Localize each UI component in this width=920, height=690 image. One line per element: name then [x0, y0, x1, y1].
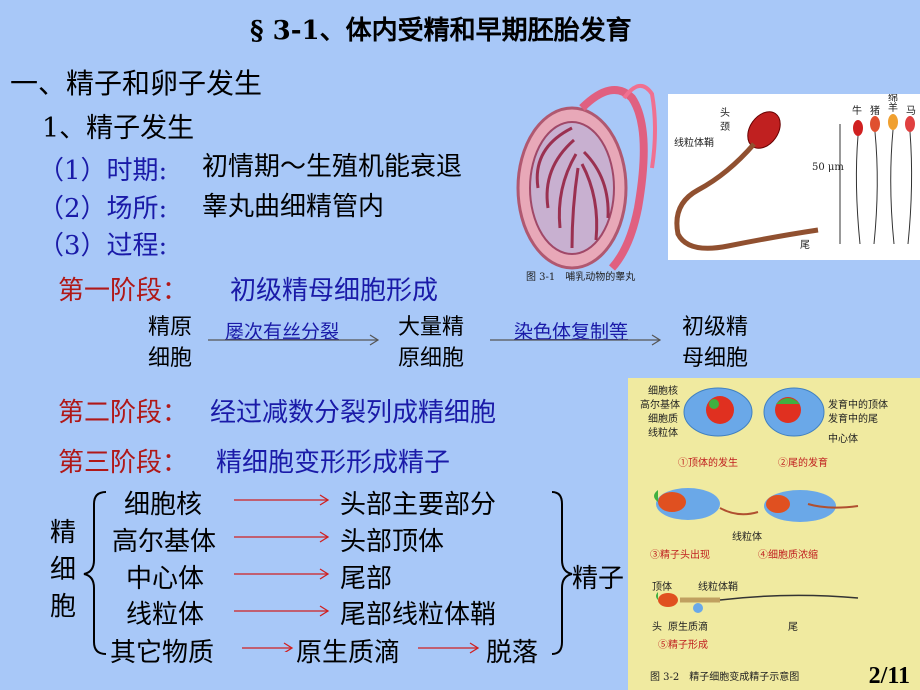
map-to-tail: 尾部 — [340, 564, 393, 594]
dev-label-tail-dev: 发育中的尾 — [828, 414, 878, 425]
map-from-centriole: 中心体 — [126, 564, 205, 594]
dev-step4: ④细胞质浓缩 — [758, 550, 818, 561]
right-brace — [551, 491, 573, 655]
page-number: 2/11 — [868, 663, 910, 689]
map-to-head-main: 头部主要部分 — [340, 490, 497, 520]
map-shed: 脱落 — [486, 638, 539, 668]
flow-node-spermatogonia: 精原 细胞 — [148, 312, 192, 374]
sperm-label-pig: 猪 — [870, 106, 880, 117]
spermiogenesis-figure: 细胞核 高尔基体 细胞质 线粒体 发育中的顶体 发育中的尾 中心体 ①顶体的发生… — [628, 378, 920, 690]
item-location-label: （2）场所: — [38, 194, 168, 224]
mapping-arrows — [234, 494, 330, 652]
dev-label-centriole: 中心体 — [828, 434, 858, 445]
flow-arrow2-label: 染色体复制等 — [514, 321, 629, 343]
sperm-label-sheep: 绵羊 — [888, 94, 898, 114]
testis-illustration — [516, 84, 657, 271]
item-period-label: （1）时期: — [38, 156, 168, 186]
spermiogenesis-illustration — [654, 387, 859, 613]
map-from-nucleus: 细胞核 — [124, 490, 203, 520]
map-from-other: 其它物质 — [110, 638, 215, 668]
flow-arrow1 — [208, 334, 380, 346]
item-location-value: 睾丸曲细精管内 — [202, 192, 385, 222]
dev-label-mito-sheath: 线粒体鞘 — [698, 582, 738, 593]
dev-label-acrosome: 顶体 — [652, 582, 672, 593]
item-period-value: 初情期～生殖机能衰退 — [202, 152, 463, 182]
map-to-acrosome: 头部顶体 — [340, 527, 445, 557]
slide-title: § 3-1、体内受精和早期胚胎发育 — [250, 16, 632, 46]
stage2-label: 第二阶段： — [58, 398, 189, 428]
dev-step1: ①顶体的发生 — [678, 458, 738, 469]
flow-node2-line2: 原细胞 — [398, 346, 465, 371]
stage1-label: 第一阶段： — [58, 276, 189, 306]
dev-label-golgi: 高尔基体 — [640, 400, 680, 411]
cell-label-char2: 细 — [50, 555, 77, 585]
sperm-label-tail: 尾 — [800, 240, 810, 251]
flow-node1-line2: 细胞 — [148, 346, 193, 371]
dev-label-droplet: 原生质滴 — [668, 622, 708, 633]
stage3-value: 精细胞变形形成精子 — [216, 448, 451, 478]
map-from-mitochondria: 线粒体 — [126, 600, 205, 630]
dev-label-mito: 线粒体 — [648, 428, 678, 439]
left-brace — [83, 491, 107, 655]
testis-figure: 图 3-1 哺乳动物的睾丸 — [512, 68, 668, 286]
droplet-arrow — [418, 642, 480, 654]
sperm-label-cow: 牛 — [852, 106, 862, 117]
cell-label-char1: 精 — [50, 518, 77, 548]
map-to-mito-sheath: 尾部线粒体鞘 — [340, 600, 497, 630]
stage1-value: 初级精母细胞形成 — [230, 276, 439, 306]
flow-node2-line1: 大量精 — [398, 315, 465, 340]
dev-label-head: 头 — [652, 622, 662, 633]
dev-label-acrosome-dev: 发育中的顶体 — [828, 400, 888, 411]
testis-caption: 图 3-1 哺乳动物的睾丸 — [526, 272, 636, 283]
map-from-golgi: 高尔基体 — [112, 527, 217, 557]
flow-node3-line1: 初级精 — [682, 315, 749, 340]
flow-node-spermatogonia-many: 大量精 原细胞 — [398, 312, 464, 374]
item-process-label: （3）过程: — [38, 231, 168, 261]
sperm-label-mito: 线粒体鞘 — [674, 138, 714, 149]
sperm-label-neck: 颈 — [720, 122, 730, 133]
flow-arrow1-label: 屡次有丝分裂 — [225, 321, 340, 343]
dev-step3: ③精子头出现 — [650, 550, 710, 561]
sperm-label-horse: 马 — [906, 106, 916, 117]
flow-node1-line1: 精原 — [148, 315, 193, 340]
result-sperm: 精子 — [572, 564, 625, 594]
dev-label-mito2: 线粒体 — [732, 532, 762, 543]
sperm-label-scale: 50 μm — [812, 162, 844, 173]
dev-step2: ②尾的发育 — [778, 458, 828, 469]
cell-label: 精 细 胞 — [50, 515, 80, 626]
stage2-value: 经过减数分裂列成精细胞 — [210, 398, 497, 428]
flow-node-primary-spermatocyte: 初级精 母细胞 — [682, 312, 748, 374]
dev-caption: 图 3-2 精子细胞变成精子示意图 — [650, 672, 800, 683]
section-heading: 一、精子和卵子发生 — [10, 67, 263, 100]
map-to-droplet: 原生质滴 — [296, 638, 401, 668]
sperm-figure: 头 颈 线粒体鞘 尾 50 μm 牛 猪 绵羊 马 — [668, 94, 920, 260]
cell-label-char3: 胞 — [50, 592, 77, 622]
flow-arrow2 — [490, 334, 662, 346]
dev-label-tail: 尾 — [788, 622, 798, 633]
subsection-heading: 1、精子发生 — [42, 113, 195, 144]
stage3-label: 第三阶段： — [58, 448, 189, 478]
flow-node3-line2: 母细胞 — [682, 346, 749, 371]
dev-label-membrane: 细胞质 — [648, 414, 678, 425]
sperm-illustration — [674, 111, 915, 251]
dev-label-nucleus: 细胞核 — [648, 386, 678, 397]
sperm-label-head: 头 — [720, 108, 730, 119]
dev-step5: ⑤精子形成 — [658, 640, 708, 651]
